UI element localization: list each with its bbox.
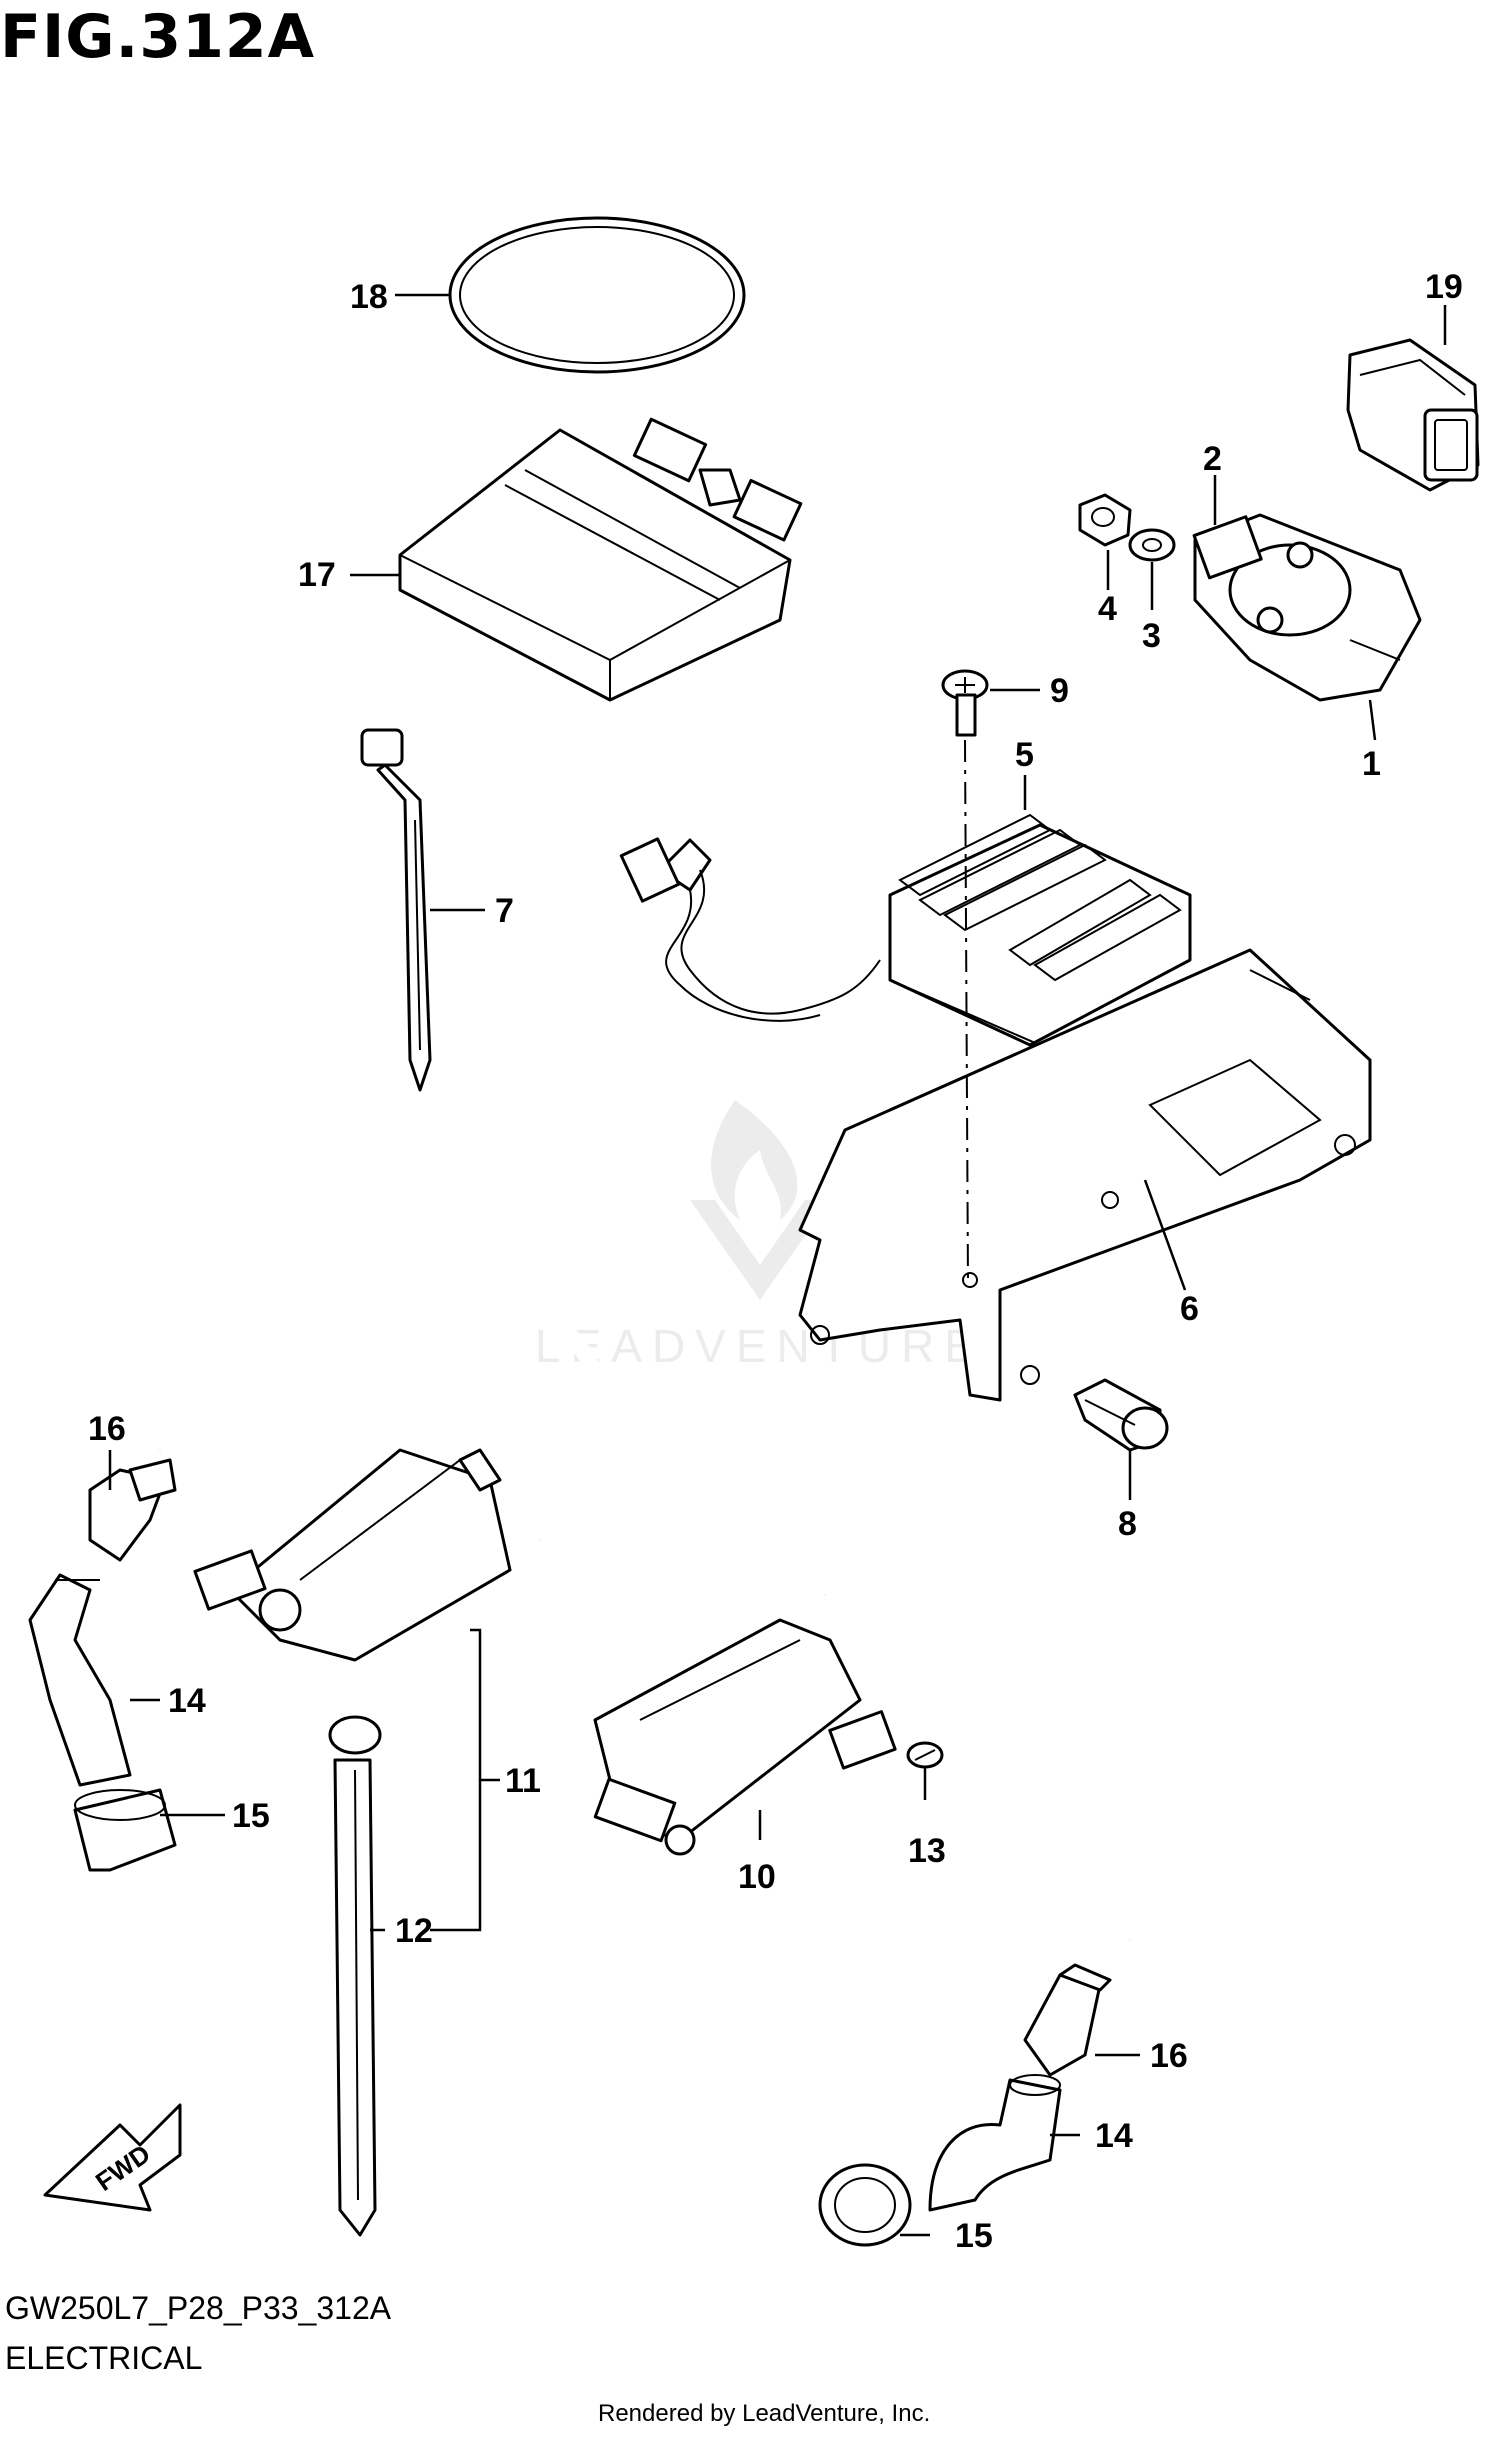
callout-1: 1 <box>1362 745 1381 783</box>
callout-11: 11 <box>505 1762 541 1800</box>
part-7-cable-tie[interactable] <box>360 728 432 1092</box>
callout-3: 3 <box>1142 617 1161 655</box>
fwd-arrow: FWD <box>43 2103 182 2212</box>
part-3-washer[interactable] <box>1128 528 1176 562</box>
callout-18: 18 <box>350 278 388 316</box>
callout-17: 17 <box>298 556 336 594</box>
centerline-9 <box>964 739 969 1286</box>
callout-5: 5 <box>1015 736 1034 774</box>
callout-2: 2 <box>1203 440 1222 478</box>
part-19-connector[interactable] <box>1346 338 1480 492</box>
leader-lines <box>108 293 1447 2237</box>
part-9-bolt[interactable] <box>941 669 989 737</box>
render-credit: Rendered by LeadVenture, Inc. <box>598 2400 931 2427</box>
part-12-cable-tie-mount[interactable] <box>328 1715 382 2237</box>
part-11-ignition-coil[interactable] <box>152 1271 612 1662</box>
part-5-regulator-rectifier[interactable] <box>619 813 1192 1047</box>
part-4-nut[interactable] <box>1078 493 1132 547</box>
callout-6: 6 <box>1180 1290 1199 1328</box>
callout-8: 8 <box>1118 1505 1137 1543</box>
part-16-cap-seal-upper[interactable] <box>88 1458 177 1562</box>
part-15-cap-cover-upper[interactable] <box>73 1788 177 1872</box>
callout-4: 4 <box>1098 590 1117 628</box>
callout-14-lower: 14 <box>1095 2117 1133 2155</box>
callout-16-lower: 16 <box>1150 2037 1188 2075</box>
callout-15-upper: 15 <box>232 1797 270 1835</box>
part-16-cap-seal-lower[interactable] <box>1023 1963 1112 2077</box>
callout-10: 10 <box>738 1858 776 1896</box>
part-14-plug-cap-lower[interactable] <box>928 2074 1062 2212</box>
callout-12: 12 <box>395 1912 433 1950</box>
callout-19: 19 <box>1425 268 1463 306</box>
callout-15-lower: 15 <box>955 2217 993 2255</box>
callout-7: 7 <box>495 892 514 930</box>
model-code: GW250L7_P28_P33_312A <box>5 2290 392 2326</box>
watermark-text: LEADVENTURE <box>535 1320 985 1372</box>
part-15-cap-cover-lower[interactable] <box>818 2163 912 2247</box>
part-13-screw[interactable] <box>906 1741 944 1769</box>
part-2-starter-relay[interactable] <box>1192 513 1422 702</box>
part-17-ecm-unit[interactable] <box>398 417 803 702</box>
callout-13: 13 <box>908 1832 946 1870</box>
part-10-ignition-coil[interactable] <box>593 1521 1219 1945</box>
part-14-plug-cap-upper[interactable] <box>28 1573 132 1787</box>
callout-labels: 18 17 19 2 4 3 1 9 5 7 6 8 16 14 15 11 1… <box>88 268 1463 2255</box>
callout-16-upper: 16 <box>88 1410 126 1448</box>
figure-description: ELECTRICAL <box>5 2340 203 2376</box>
part-8-bolt[interactable] <box>1073 1378 1169 1452</box>
callout-9: 9 <box>1050 672 1069 710</box>
callout-14-upper: 14 <box>168 1682 206 1720</box>
figure-title: FIG.312A <box>0 2 316 72</box>
part-6-bracket[interactable] <box>798 948 1372 1402</box>
part-18-o-ring[interactable] <box>448 216 746 374</box>
